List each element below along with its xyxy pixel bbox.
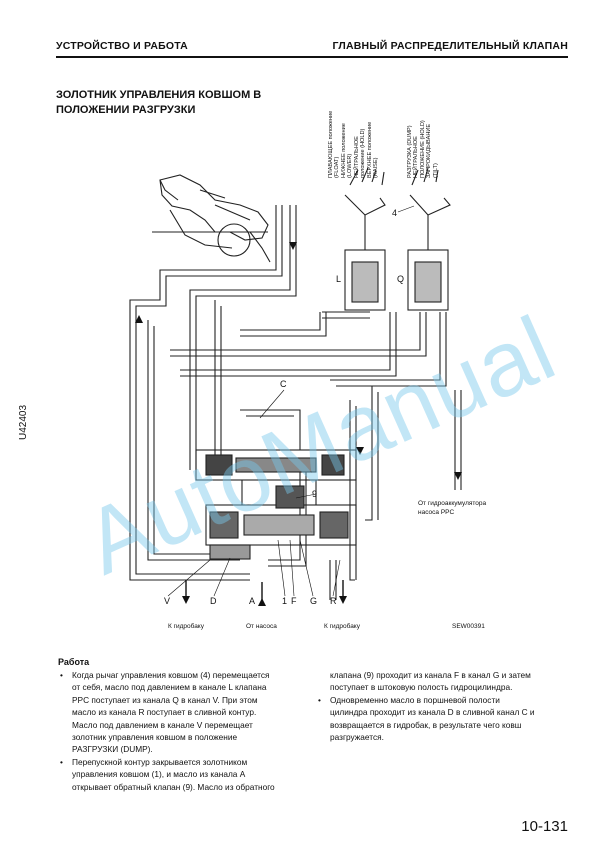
page-header: УСТРОЙСТВО И РАБОТА ГЛАВНЫЙ РАСПРЕДЕЛИТЕ… — [56, 40, 568, 52]
header-rule — [56, 56, 568, 58]
list-item: возвращается в гидробак, в результате че… — [330, 719, 522, 730]
left-lever-label: ПЛАВАЮЩЕЕ положение — [328, 111, 334, 178]
right-lever-label: НЕЙТРАЛЬНОЕ — [411, 136, 419, 178]
left-lever-label: положение (HOLD) — [360, 128, 366, 178]
arrow-accumulator — [454, 472, 462, 480]
list-item: Перепускной контур закрывается золотнико… — [58, 757, 308, 769]
left-lever-labels: ПЛАВАЮЩЕЕ положение (FLOAT) НИЖНЕЕ полож… — [328, 111, 379, 178]
list-item: поступает в штоковую полость гидроцилинд… — [330, 682, 513, 693]
right-lever-label: ЗАПРОКИДЫВАНИЕ — [426, 124, 432, 178]
list-item: золотник управления ковшом в положение — [72, 732, 238, 743]
list-item: от себя, масло под давлением в канале L … — [72, 682, 267, 693]
header-chapter-title: ГЛАВНЫЙ РАСПРЕДЕЛИТЕЛЬНЫЙ КЛАПАН — [332, 40, 568, 52]
operation-list-right: клапана (9) проходит из канала F в канал… — [316, 670, 576, 743]
list-item: цилиндра проходит из канала D в сливной … — [330, 707, 535, 718]
loader-illustration — [152, 174, 271, 263]
callout-G: G — [310, 596, 317, 606]
list-item: разгружается. — [330, 732, 384, 743]
right-lever-label: ПОЛОЖЕНИЕ (HOLD) — [420, 120, 426, 178]
left-lever-label: НИЖНЕЕ положение — [341, 123, 347, 178]
list-item: открывает обратный клапан (9). Масло из … — [72, 781, 275, 792]
operation-list-left: Когда рычаг управления ковшом (4) переме… — [58, 670, 308, 793]
right-lever-label: РАЗГРУЗКА (DUMP) — [407, 125, 413, 178]
callout-C: C — [280, 379, 287, 389]
to-tank-right-label: К гидробаку — [324, 622, 361, 630]
page-number: 10-131 — [521, 818, 568, 835]
callout-L: L — [336, 274, 341, 284]
left-lever-label: (FLOAT) — [334, 157, 340, 178]
accumulator-label-1: От гидроаккумулятора — [418, 500, 487, 507]
left-lever-label: (LOWER) — [347, 154, 353, 178]
flow-arrows — [135, 242, 462, 606]
from-pump-label: От насоса — [246, 623, 277, 630]
figure-title-line-1: ЗОЛОТНИК УПРАВЛЕНИЯ КОВШОМ В — [56, 89, 262, 101]
arrow-to-tank-right — [339, 596, 347, 604]
left-lever-label: (RAISE) — [373, 157, 379, 178]
callout-D: D — [210, 596, 217, 606]
right-lever-labels: РАЗГРУЗКА (DUMP) НЕЙТРАЛЬНОЕ ПОЛОЖЕНИЕ (… — [407, 120, 439, 178]
text-column-left: Когда рычаг управления ковшом (4) переме… — [58, 670, 308, 794]
figure-title-line-2: ПОЛОЖЕНИИ РАЗГРУЗКИ — [56, 104, 196, 116]
header-section-title: УСТРОЙСТВО И РАБОТА — [56, 40, 188, 52]
callout-4: 4 — [392, 208, 397, 218]
callout-A: A — [249, 596, 255, 606]
to-tank-left-label: К гидробаку — [168, 622, 205, 630]
text-column-right: клапана (9) проходит из канала F в канал… — [316, 670, 576, 744]
list-item: Когда рычаг управления ковшом (4) переме… — [58, 670, 308, 682]
main-control-valve — [195, 409, 357, 560]
arrow-to-tank-left — [182, 596, 190, 604]
callout-F: F — [291, 596, 297, 606]
figure-code: SEW00391 — [452, 623, 485, 630]
callout-Q: Q — [397, 274, 404, 284]
list-item: клапана (9) проходит из канала F в канал… — [330, 670, 531, 680]
callout-V: V — [164, 596, 170, 606]
list-item: Одновременно масло в поршневой полости — [316, 695, 576, 707]
hydraulic-lines — [129, 205, 462, 600]
list-item: управления ковшом (1), и масло из канала… — [72, 769, 246, 780]
figure-title: ЗОЛОТНИК УПРАВЛЕНИЯ КОВШОМ В ПОЛОЖЕНИИ Р… — [56, 88, 286, 118]
list-item: РАЗГРУЗКИ (DUMP). — [72, 744, 153, 755]
left-lever-label: НЕЙТРАЛЬНОЕ — [352, 136, 360, 178]
ppc-valves — [344, 167, 451, 311]
callout-1: 1 — [282, 596, 287, 606]
list-item: Масло под давлением в канале V перемещае… — [72, 719, 253, 730]
accumulator-label-2: насоса PPC — [418, 509, 454, 516]
list-item: масло из канала R поступает в сливной ко… — [72, 707, 257, 718]
section-heading: Работа — [58, 657, 90, 667]
left-lever-label: ВЕРХНЕЕ положение — [367, 122, 373, 178]
list-item: PPC поступает из канала Q в канал V. При… — [72, 694, 258, 705]
right-lever-label: (TILT) — [433, 163, 439, 178]
callout-R: R — [330, 596, 337, 606]
